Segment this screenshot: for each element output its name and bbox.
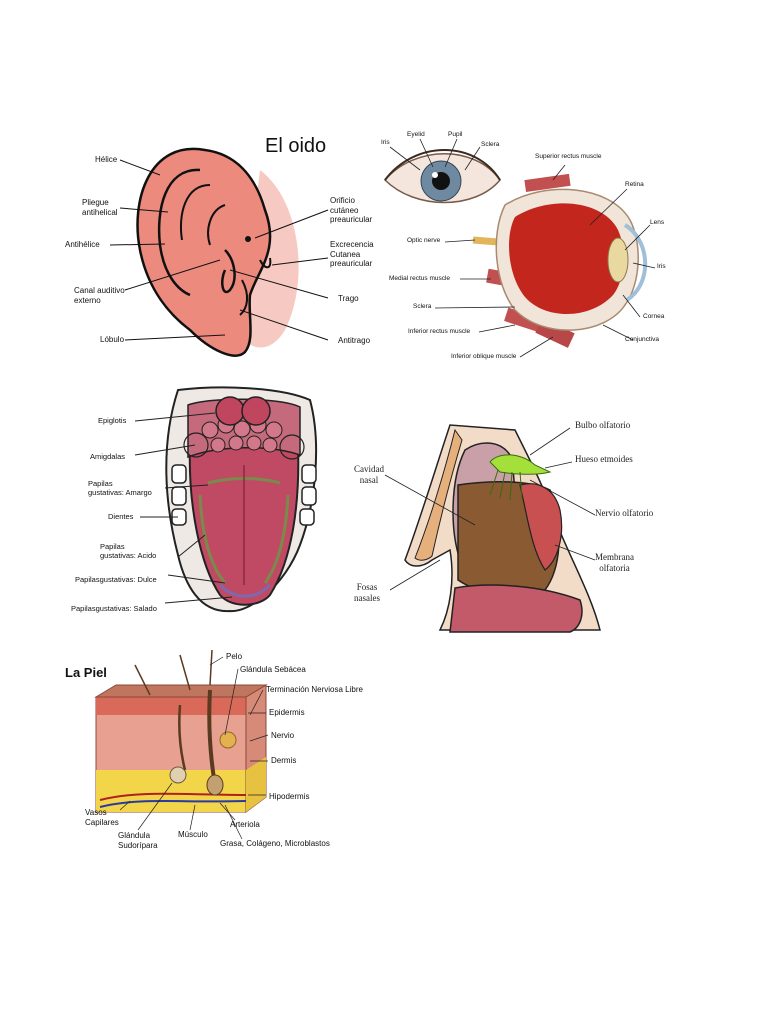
nose-illustration [384, 424, 601, 633]
label-papilas-dulce: Papilasgustativas: Dulce [75, 575, 157, 584]
label-papilas-amargo: Papilas gustativas: Amargo [88, 479, 152, 497]
label-glandula-sebacea: Glándula Sebácea [240, 665, 306, 674]
label-superior-rectus: Superior rectus muscle [535, 153, 602, 160]
label-inferior-oblique: Inferior oblique muscle [451, 353, 517, 360]
label-hipodermis: Hipodermis [269, 792, 310, 801]
label-conjunctiva: Conjunctiva [625, 336, 659, 343]
label-fosas-nasales: Fosas nasales [354, 582, 380, 603]
label-lobulo: Lóbulo [100, 335, 125, 344]
label-nervio-olfatorio: Nervio olfatorio [595, 508, 654, 518]
eye-diagram: Iris Eyelid Pupil Sclera Superior rectus… [375, 125, 675, 365]
label-pliegue-antihelical: Pliegue antihelical [82, 198, 118, 217]
label-hueso-etmoides: Hueso etmoides [575, 454, 633, 464]
label-cornea: Cornea [643, 313, 665, 320]
label-helice: Hélice [95, 155, 118, 164]
label-musculo: Músculo [178, 830, 208, 839]
label-epiglotis: Epiglotis [98, 416, 127, 425]
label-antitrago: Antitrago [338, 336, 371, 345]
eye-illustration [383, 138, 656, 358]
label-glandula-sudoripara: Glándula Sudorípara [118, 831, 158, 850]
label-eyelid: Eyelid [407, 131, 425, 138]
label-membrana-olfatoria: Membrana olfatoria [595, 552, 634, 573]
label-papilas-acido: Papilas gustativas: Acido [100, 542, 157, 560]
label-epidermis: Epidermis [269, 708, 305, 717]
label-antihelice: Antihélice [65, 240, 100, 249]
label-terminacion-nerviosa: Terminación Nerviosa Libre [266, 685, 363, 694]
label-sclera-top: Sclera [481, 141, 500, 148]
label-dermis: Dermis [271, 756, 297, 765]
skin-illustration [94, 649, 269, 840]
label-sclera: Sclera [413, 303, 432, 310]
label-medial-rectus: Medial rectus muscle [389, 275, 451, 282]
ear-diagram: El oido Hélice Pliegue antihelical Antih… [60, 130, 390, 370]
label-optic-nerve: Optic nerve [407, 237, 441, 244]
label-trago: Trago [338, 294, 359, 303]
label-arteriola: Arteriola [230, 820, 260, 829]
label-bulbo-olfatorio: Bulbo olfatorio [575, 420, 631, 430]
label-inferior-rectus: Inferior rectus muscle [408, 328, 471, 335]
label-iris-top: Iris [381, 139, 390, 146]
label-pupil: Pupil [448, 131, 463, 138]
label-pelo: Pelo [226, 652, 243, 661]
label-iris-right: Iris [657, 263, 666, 270]
ear-title: El oido [265, 135, 327, 157]
label-nervio: Nervio [271, 731, 295, 740]
label-papilas-salado: Papilasgustativas: Salado [71, 604, 157, 613]
label-vasos-capilares: Vasos Capilares [85, 808, 119, 827]
label-amigdalas: Amigdalas [90, 452, 126, 461]
ear-illustration [109, 147, 329, 357]
label-excrecencia: Excrecencia Cutanea preauricular [330, 240, 374, 269]
skin-title: La Piel [65, 665, 107, 680]
label-orificio: Orificio cutáneo preauricular [330, 196, 373, 225]
tongue-illustration [134, 386, 318, 613]
label-retina: Retina [625, 181, 644, 188]
label-dientes: Dientes [108, 512, 134, 521]
label-cavidad-nasal: Cavidad nasal [354, 464, 384, 485]
label-canal-auditivo: Canal auditivo externo [74, 286, 125, 305]
tongue-diagram: Epiglotis Amigdalas Papilas gustativas: … [60, 385, 360, 620]
skin-diagram: La Piel Pelo Glándula Sebácea Terminació… [60, 645, 370, 860]
label-lens: Lens [650, 219, 665, 226]
nose-diagram: Cavidad nasal Bulbo olfatorio Hueso etmo… [340, 410, 690, 635]
label-grasa: Grasa, Colágeno, Microblastos [220, 839, 330, 848]
